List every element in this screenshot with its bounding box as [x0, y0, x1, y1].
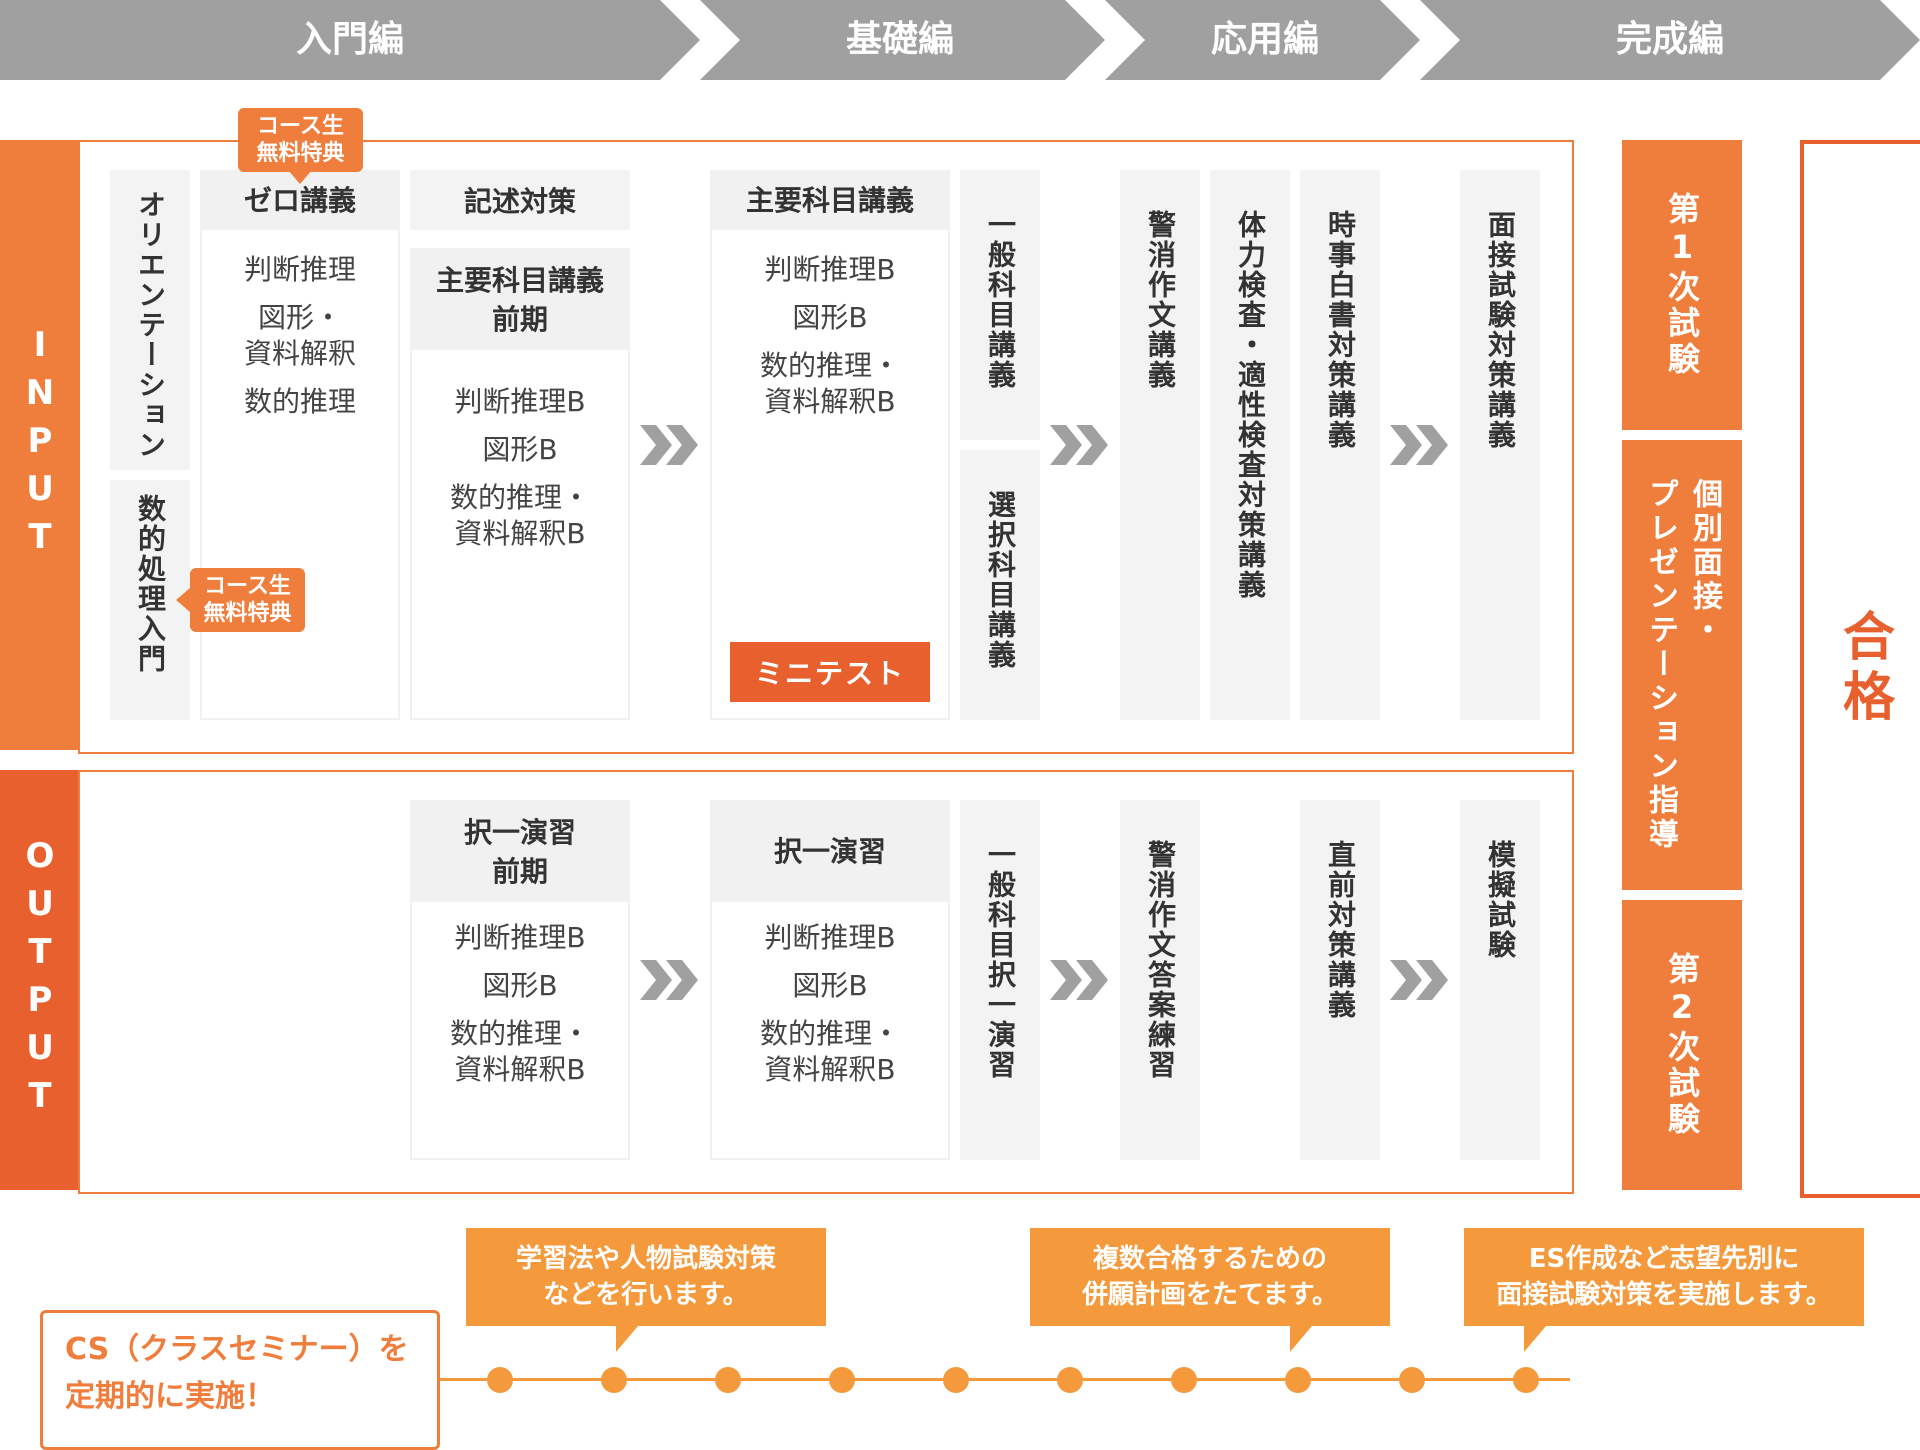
zero-topic-judgement: 判断推理: [243, 253, 356, 286]
kijutsu-label: 記述対策: [463, 185, 576, 218]
main-topic-number: 数的推理・ 資料解釈B: [759, 349, 900, 419]
fitness-lecture-column: 体力検査・適性検査対策講義: [1210, 170, 1290, 720]
mc-topic-figure: 図形B: [792, 969, 868, 1002]
mini-test-label: ミニテスト: [730, 642, 930, 702]
main-topic-judgement: 判断推理B: [764, 253, 896, 286]
kijutsu-header: 記述対策: [410, 170, 630, 230]
timeline-dot: [943, 1367, 969, 1393]
timeline-dot: [487, 1367, 513, 1393]
general-lecture-label: 一般科目講義: [984, 210, 1017, 390]
timeline-dot: [715, 1367, 741, 1393]
main-early-title: 主要科目講義 前期: [412, 250, 628, 350]
general-lecture-column: 一般科目講義: [960, 170, 1040, 440]
fitness-lecture-label: 体力検査・適性検査対策講義: [1234, 210, 1267, 600]
white-paper-label: 時事白書対策講義: [1324, 210, 1357, 450]
final-lecture-column: 直前対策講義: [1300, 800, 1380, 1160]
mc-card: 択一演習 判断推理B 図形B 数的推理・ 資料解釈B: [710, 800, 950, 1160]
input-label: INPUT: [0, 140, 80, 750]
callout-multi-pass: 複数合格するための 併願計画をたてます。: [1030, 1228, 1390, 1352]
main-early-topic-figure: 図形B: [482, 433, 558, 466]
main-topic-figure: 図形B: [792, 301, 868, 334]
class-seminar-box: CS（クラスセミナー）を 定期的に実施！: [40, 1310, 440, 1450]
timeline-dot: [829, 1367, 855, 1393]
orientation-column: オリエンテーション: [110, 170, 190, 470]
interview-lecture-label: 面接試験対策講義: [1484, 210, 1517, 450]
mc-early-topic-number: 数的推理・ 資料解釈B: [449, 1017, 590, 1087]
first-exam-label: 第1次試験: [1663, 192, 1701, 378]
stage-bar: [0, 0, 1920, 80]
output-label: OUTPUT: [0, 770, 80, 1190]
final-lecture-label: 直前対策講義: [1324, 840, 1357, 1020]
essay-practice-label: 警消作文答案練習: [1144, 840, 1177, 1080]
zero-free-badge: コース生 無料特典: [238, 108, 363, 172]
stage-applied: 応用編: [1210, 19, 1319, 60]
second-exam-label: 第2次試験: [1663, 952, 1701, 1138]
zero-badge-pointer: [288, 170, 312, 184]
elective-lecture-column: 選択科目講義: [960, 450, 1040, 720]
timeline-dot: [1057, 1367, 1083, 1393]
chevron-arrow-icon: [1050, 425, 1108, 465]
main-lecture-title: 主要科目講義: [712, 172, 948, 230]
main-early-topic-number: 数的推理・ 資料解釈B: [449, 481, 590, 551]
timeline-dot: [1171, 1367, 1197, 1393]
zero-topic-figure: 図形・ 資料解釈: [243, 301, 356, 371]
chevron-arrow-icon: [640, 425, 698, 465]
essay-lecture-column: 警消作文講義: [1120, 170, 1200, 720]
timeline-dot: [1399, 1367, 1425, 1393]
mc-early-card: 択一演習 前期 判断推理B 図形B 数的推理・ 資料解釈B: [410, 800, 630, 1160]
mock-exam-label: 模擬試験: [1484, 840, 1517, 960]
second-exam-block: 第2次試験: [1622, 900, 1742, 1190]
interview-guidance-label: 個別面接・ プレゼンテーション指導: [1643, 478, 1722, 852]
essay-practice-column: 警消作文答案練習: [1120, 800, 1200, 1160]
general-mc-column: 一般科目択一演習: [960, 800, 1040, 1160]
main-early-topic-judgement: 判断推理B: [454, 385, 586, 418]
interview-lecture-column: 面接試験対策講義: [1460, 170, 1540, 720]
mc-early-topic-figure: 図形B: [482, 969, 558, 1002]
white-paper-column: 時事白書対策講義: [1300, 170, 1380, 720]
timeline-dot: [1513, 1367, 1539, 1393]
orientation-label: オリエンテーション: [134, 190, 167, 460]
pass-block: 合格: [1800, 140, 1920, 1198]
mock-exam-column: 模擬試験: [1460, 800, 1540, 1160]
timeline-dot: [601, 1367, 627, 1393]
pass-label: 合格: [1833, 609, 1894, 729]
main-early-card: 主要科目講義 前期 判断推理B 図形B 数的推理・ 資料解釈B: [410, 248, 630, 720]
main-lecture-card: 主要科目講義 判断推理B 図形B 数的推理・ 資料解釈B ミニテスト: [710, 170, 950, 720]
stage-basic: 基礎編: [845, 19, 954, 60]
interview-guidance-block: 個別面接・ プレゼンテーション指導: [1622, 440, 1742, 890]
elective-lecture-label: 選択科目講義: [984, 490, 1017, 670]
mc-early-title: 択一演習 前期: [412, 802, 628, 902]
first-exam-block: 第1次試験: [1622, 140, 1742, 430]
num-intro-badge-pointer: [176, 588, 190, 612]
chevron-arrow-icon: [1050, 960, 1108, 1000]
essay-lecture-label: 警消作文講義: [1144, 210, 1177, 390]
zero-topic-number: 数的推理: [243, 385, 356, 418]
num-intro-label: 数的処理入門: [134, 494, 167, 674]
stage-intro: 入門編: [295, 19, 404, 60]
chevron-arrow-icon: [1390, 425, 1448, 465]
general-mc-label: 一般科目択一演習: [984, 840, 1017, 1080]
zero-lecture-card: ゼロ講義 判断推理 図形・ 資料解釈 数的推理: [200, 170, 400, 720]
callout-es-interview: ES作成など志望先別に 面接試験対策を実施します。: [1464, 1228, 1864, 1352]
chevron-arrow-icon: [640, 960, 698, 1000]
mc-topic-judgement: 判断推理B: [764, 921, 896, 954]
callout-study-method: 学習法や人物試験対策 などを行います。: [466, 1228, 826, 1352]
zero-lecture-title: ゼロ講義: [202, 172, 398, 230]
stage-complete: 完成編: [1615, 19, 1724, 60]
mc-title: 択一演習: [712, 802, 948, 902]
timeline-dot: [1285, 1367, 1311, 1393]
mc-topic-number: 数的推理・ 資料解釈B: [759, 1017, 900, 1087]
chevron-arrow-icon: [1390, 960, 1448, 1000]
timeline-line: [430, 1378, 1570, 1381]
mc-early-topic-judgement: 判断推理B: [454, 921, 586, 954]
num-intro-free-badge: コース生 無料特典: [190, 568, 305, 632]
